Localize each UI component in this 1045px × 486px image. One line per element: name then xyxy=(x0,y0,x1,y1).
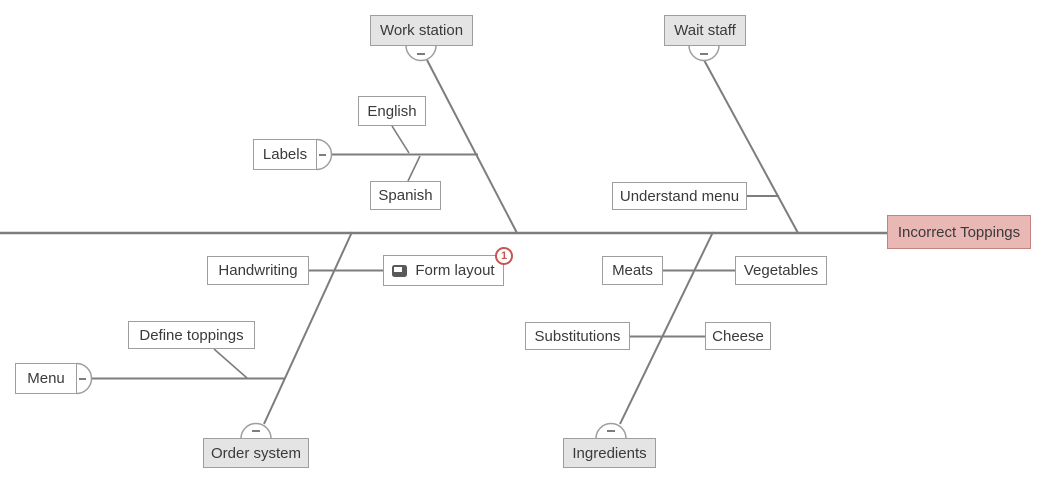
minus-icon xyxy=(607,430,615,432)
node-menu-label: Menu xyxy=(27,370,65,387)
node-spanish-label: Spanish xyxy=(378,187,433,204)
node-work-station[interactable]: Work station xyxy=(370,15,473,46)
node-vegetables-label: Vegetables xyxy=(743,262,819,279)
minus-icon xyxy=(78,377,86,380)
node-vegetables[interactable]: Vegetables xyxy=(735,256,827,285)
comment-note-icon xyxy=(392,264,408,277)
node-understand-menu-label: Understand menu xyxy=(619,187,740,205)
node-handwriting-label: Handwriting xyxy=(218,262,298,279)
node-substitutions[interactable]: Substitutions xyxy=(525,322,630,350)
node-define-toppings[interactable]: Define toppings xyxy=(128,321,255,349)
node-meats[interactable]: Meats xyxy=(602,256,663,285)
minus-icon xyxy=(318,153,326,156)
node-labels[interactable]: Labels xyxy=(253,139,317,170)
node-ingredients-label: Ingredients xyxy=(572,444,647,462)
node-wait-staff-label: Wait staff xyxy=(674,22,736,39)
node-handwriting[interactable]: Handwriting xyxy=(207,256,309,285)
collapse-button-ingredients[interactable] xyxy=(596,424,626,438)
node-labels-label: Labels xyxy=(262,146,308,163)
node-english-label: English xyxy=(367,102,417,120)
connector-english xyxy=(391,125,410,154)
node-understand-menu[interactable]: Understand menu xyxy=(612,182,747,210)
node-form-layout[interactable]: Form layout xyxy=(383,255,504,286)
effect-box[interactable]: Incorrect Toppings xyxy=(887,215,1031,249)
node-wait-staff[interactable]: Wait staff xyxy=(664,15,746,46)
node-cheese[interactable]: Cheese xyxy=(705,322,771,350)
bone-order-system xyxy=(263,231,353,425)
connector-define-toppings xyxy=(213,348,248,379)
collapse-button-wait-staff[interactable] xyxy=(689,46,719,61)
collapse-button-labels[interactable] xyxy=(314,139,330,170)
node-define-toppings-label: Define toppings xyxy=(139,326,244,344)
node-cheese-label: Cheese xyxy=(712,327,764,345)
node-substitutions-label: Substitutions xyxy=(534,327,621,345)
node-order-system[interactable]: Order system xyxy=(203,438,309,468)
node-menu[interactable]: Menu xyxy=(15,363,77,394)
node-work-station-label: Work station xyxy=(379,22,464,39)
node-order-system-label: Order system xyxy=(210,444,301,462)
bone-ingredients xyxy=(619,231,714,425)
node-form-layout-label: Form layout xyxy=(415,262,495,279)
collapse-button-order-system[interactable] xyxy=(241,424,271,438)
minus-icon xyxy=(417,52,425,55)
node-spanish[interactable]: Spanish xyxy=(370,181,441,210)
minus-icon xyxy=(700,52,708,55)
node-ingredients[interactable]: Ingredients xyxy=(563,438,656,468)
comment-count-value: 1 xyxy=(500,250,508,262)
connector-spanish xyxy=(407,155,421,182)
bone-work-station xyxy=(426,59,518,234)
bone-wait-staff xyxy=(703,59,799,234)
collapse-button-work-station[interactable] xyxy=(406,46,436,61)
node-english[interactable]: English xyxy=(358,96,426,126)
node-meats-label: Meats xyxy=(612,262,653,279)
minus-icon xyxy=(252,430,260,432)
collapse-button-menu[interactable] xyxy=(74,363,90,394)
effect-label: Incorrect Toppings xyxy=(897,223,1021,241)
comment-count-badge[interactable]: 1 xyxy=(495,247,513,265)
